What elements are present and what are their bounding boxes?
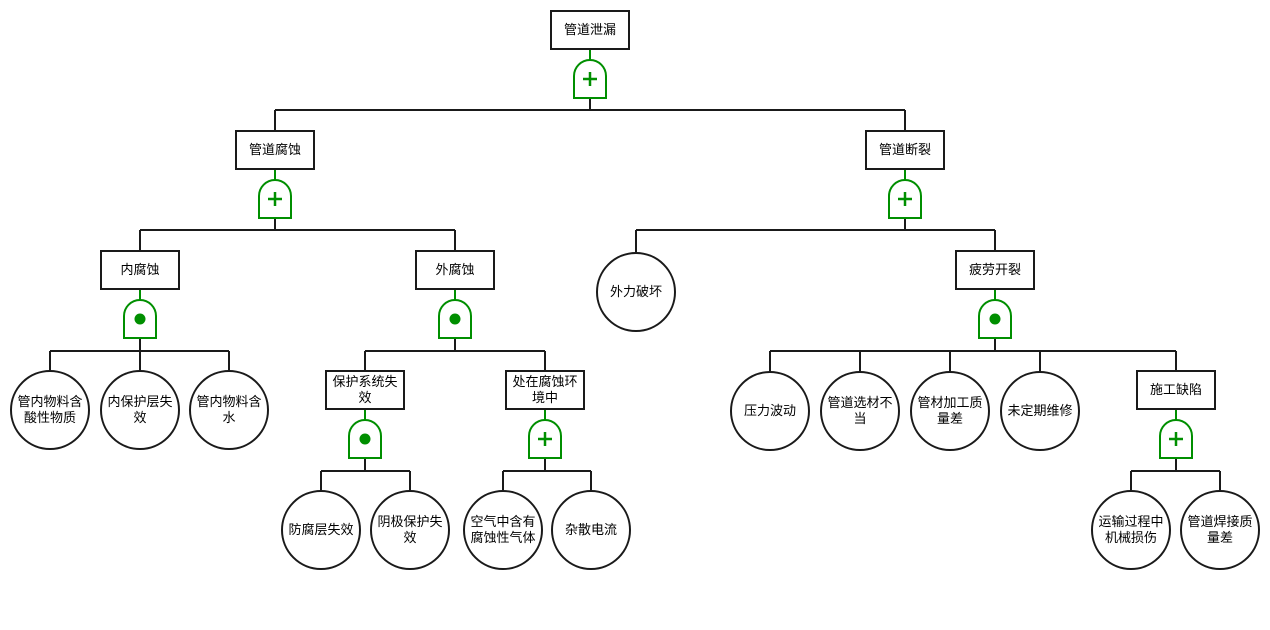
node-label: 运输过程中机械损伤	[1098, 513, 1164, 545]
node-poor-pipe-processing: 管材加工质量差	[910, 371, 990, 451]
node-stray-current: 杂散电流	[551, 490, 631, 570]
node-cathodic-protection-failure: 阴极保护失效	[370, 490, 450, 570]
node-no-regular-maintenance: 未定期维修	[1000, 371, 1080, 451]
node-label: 未定期维修	[1007, 402, 1073, 418]
node-label: 管道断裂	[878, 141, 931, 157]
edge-fatigue-cracking	[769, 338, 1177, 371]
edge-external-corrosion	[364, 338, 546, 370]
or-plus-symbol	[538, 432, 552, 446]
or-plus-symbol	[583, 72, 597, 86]
node-poor-welding-quality: 管道焊接质量差	[1180, 490, 1260, 570]
node-label: 管道泄漏	[563, 21, 616, 37]
and-gate-external-corrosion	[438, 290, 472, 339]
or-gate-pipeline-corrosion	[258, 170, 292, 219]
edge-protection-system-failure	[320, 458, 411, 490]
node-label: 管道腐蚀	[248, 141, 301, 157]
node-label: 杂散电流	[564, 521, 617, 537]
and-gate-fatigue-cracking	[978, 290, 1012, 339]
node-pipeline-leak: 管道泄漏	[550, 10, 630, 50]
edge-pipeline-leak	[274, 98, 906, 130]
node-fatigue-cracking: 疲劳开裂	[955, 250, 1035, 290]
node-acidic-material-in-pipe: 管内物料含酸性物质	[10, 370, 90, 450]
node-label: 管道选材不当	[827, 394, 893, 426]
and-gate-protection-system-failure	[348, 410, 382, 459]
node-label: 防腐层失效	[288, 521, 354, 537]
node-transport-mechanical-damage: 运输过程中机械损伤	[1091, 490, 1171, 570]
node-label: 外腐蚀	[435, 261, 475, 277]
node-pipeline-rupture: 管道断裂	[865, 130, 945, 170]
or-plus-symbol	[898, 192, 912, 206]
edge-internal-corrosion	[49, 338, 230, 370]
node-label: 管内物料含水	[196, 393, 262, 425]
node-corrosive-gas-in-air: 空气中含有腐蚀性气体	[463, 490, 543, 570]
node-pressure-fluctuation: 压力波动	[730, 371, 810, 451]
node-label: 压力波动	[743, 402, 796, 418]
or-gate-construction-defect	[1159, 410, 1193, 459]
node-coating-failure: 防腐层失效	[281, 490, 361, 570]
node-label: 内腐蚀	[120, 261, 160, 277]
node-corrosive-environment: 处在腐蚀环境中	[505, 370, 585, 410]
or-plus-symbol	[1169, 432, 1183, 446]
node-internal-corrosion: 内腐蚀	[100, 250, 180, 290]
node-label: 管材加工质量差	[917, 394, 983, 426]
node-label: 保护系统失效	[332, 373, 398, 405]
node-label: 管道焊接质量差	[1187, 513, 1253, 545]
node-inner-lining-failure: 内保护层失效	[100, 370, 180, 450]
and-dot-symbol	[989, 313, 1001, 325]
node-external-force-damage: 外力破坏	[596, 252, 676, 332]
node-label: 施工缺陷	[1149, 381, 1202, 397]
node-label: 处在腐蚀环境中	[512, 373, 578, 405]
node-label: 空气中含有腐蚀性气体	[470, 513, 536, 545]
node-label: 疲劳开裂	[968, 261, 1021, 277]
or-gate-pipeline-leak	[573, 50, 607, 99]
or-gate-pipeline-rupture	[888, 170, 922, 219]
or-gate-corrosive-environment	[528, 410, 562, 459]
node-label: 内保护层失效	[107, 393, 173, 425]
node-improper-material-selection: 管道选材不当	[820, 371, 900, 451]
edge-pipeline-rupture	[635, 218, 996, 252]
node-construction-defect: 施工缺陷	[1136, 370, 1216, 410]
edge-construction-defect	[1130, 458, 1221, 490]
edge-pipeline-corrosion	[139, 218, 456, 250]
and-dot-symbol	[359, 433, 371, 445]
node-protection-system-failure: 保护系统失效	[325, 370, 405, 410]
and-dot-symbol	[134, 313, 146, 325]
and-gate-internal-corrosion	[123, 290, 157, 339]
node-external-corrosion: 外腐蚀	[415, 250, 495, 290]
edge-corrosive-environment	[502, 458, 592, 490]
or-plus-symbol	[268, 192, 282, 206]
node-label: 阴极保护失效	[377, 513, 443, 545]
node-label: 管内物料含酸性物质	[17, 393, 83, 425]
node-pipeline-corrosion: 管道腐蚀	[235, 130, 315, 170]
node-water-in-pipe-material: 管内物料含水	[189, 370, 269, 450]
node-label: 外力破坏	[609, 283, 662, 299]
and-dot-symbol	[449, 313, 461, 325]
